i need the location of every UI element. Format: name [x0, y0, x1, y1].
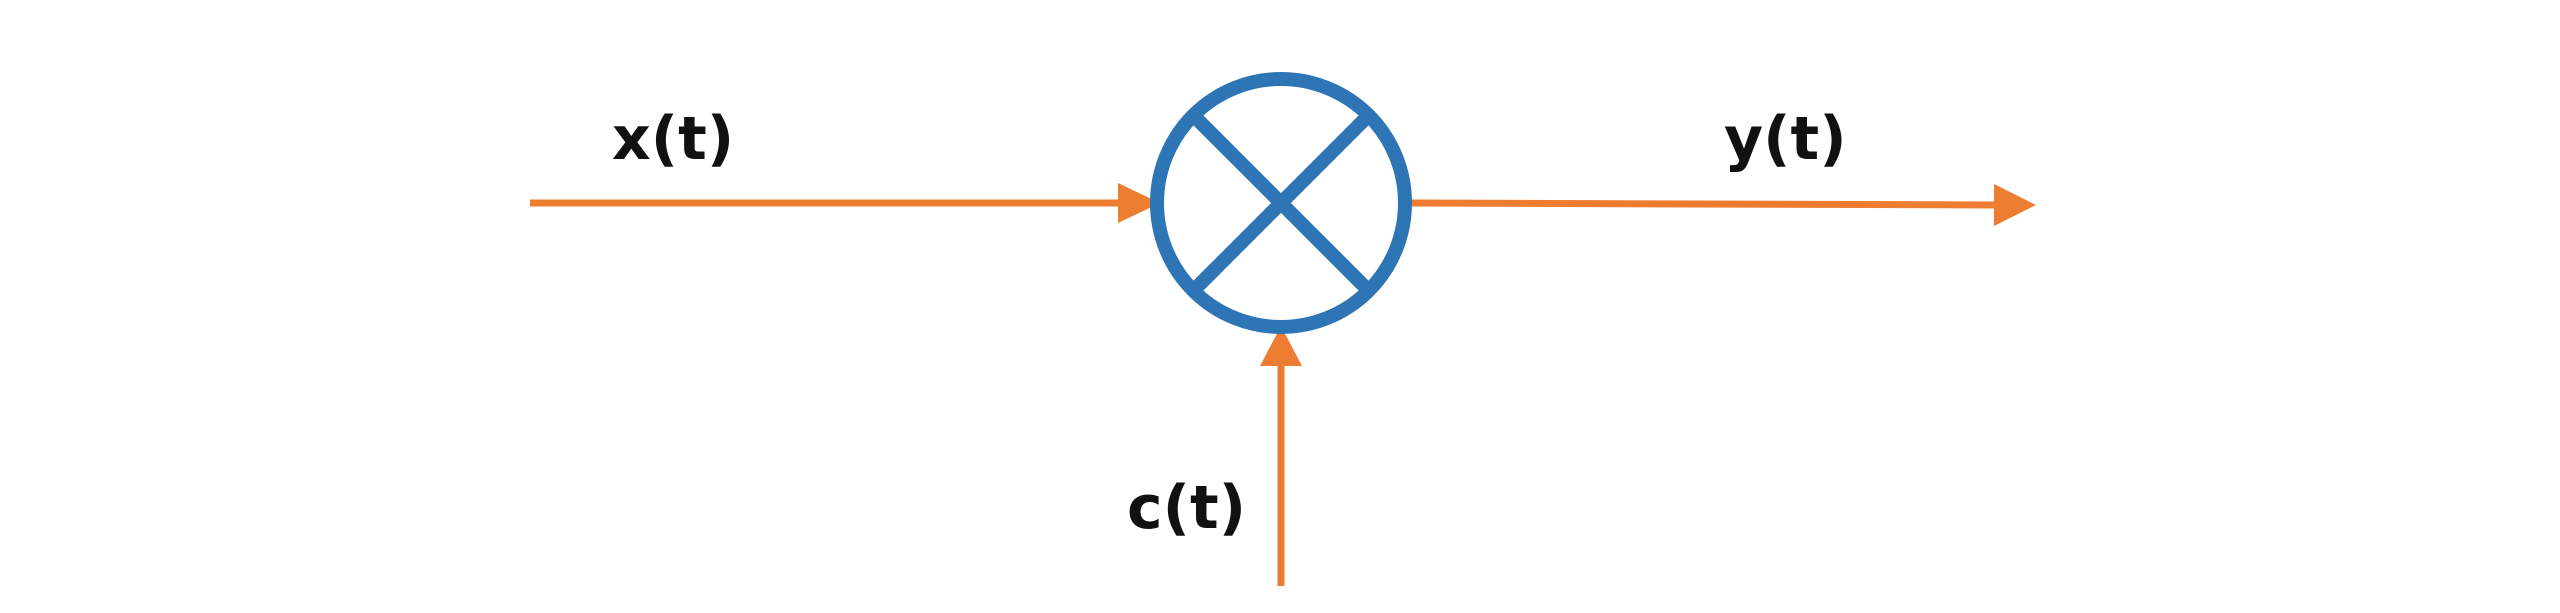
output-label: y(t): [1724, 104, 1847, 174]
input-label: x(t): [612, 104, 734, 174]
multiplier-icon: [1150, 72, 1412, 334]
output-arrow: [1409, 184, 2036, 226]
carrier-label: c(t): [1127, 473, 1246, 543]
carrier-arrow: [1260, 326, 1302, 586]
input-arrow: [530, 183, 1160, 223]
